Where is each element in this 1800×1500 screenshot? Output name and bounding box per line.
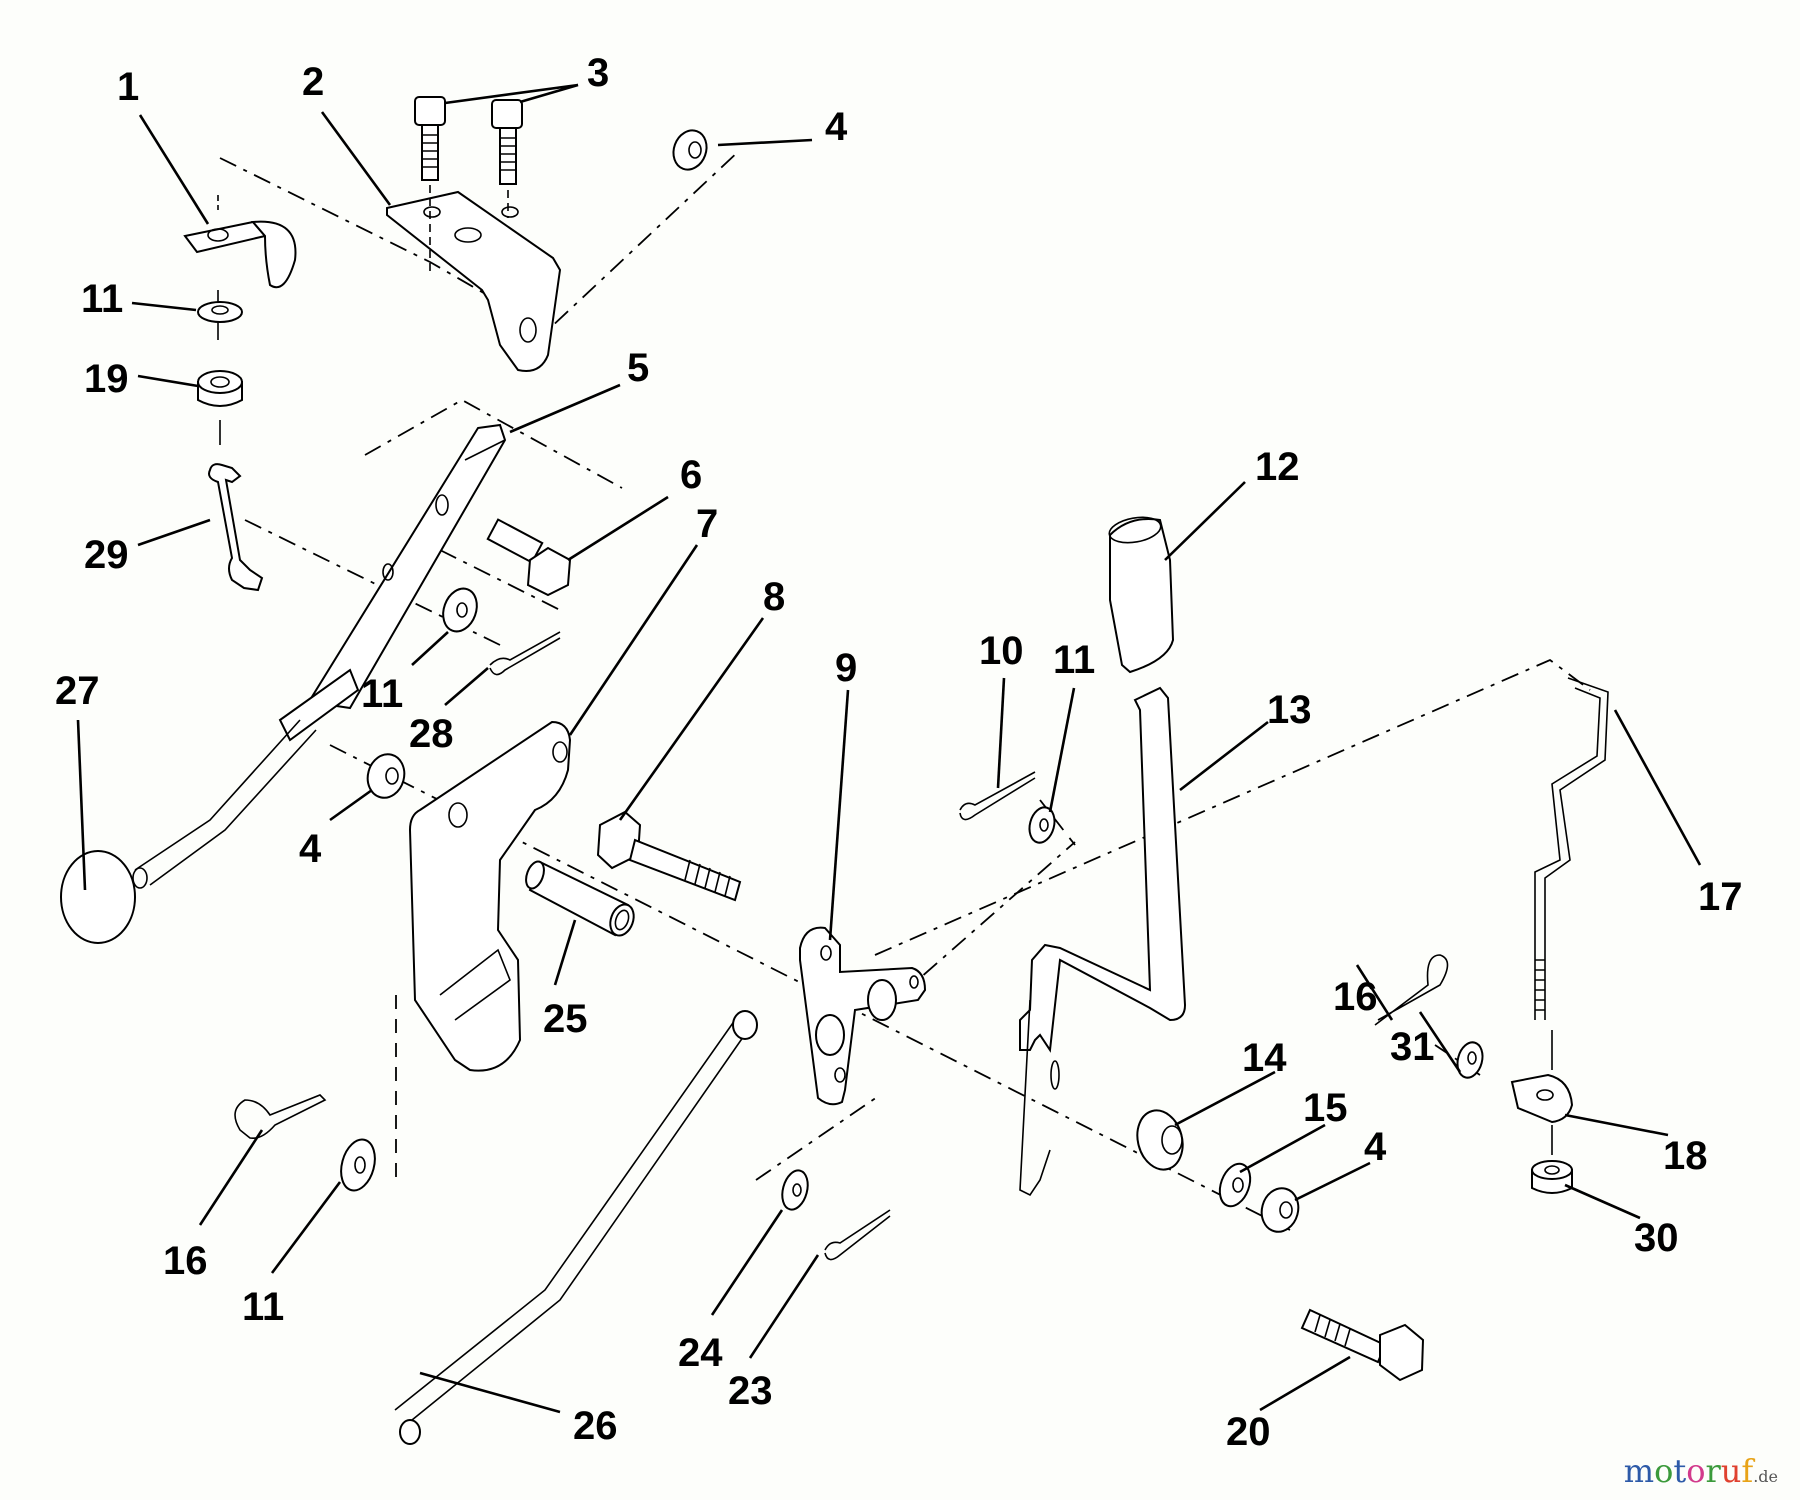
callout-27: 27 xyxy=(55,669,100,713)
centerline-pivot xyxy=(894,841,1076,1001)
part-23-cotter-pin xyxy=(824,1209,891,1261)
callout-14: 14 xyxy=(1242,1036,1287,1080)
watermark-logo: motoruf.de xyxy=(1624,1452,1778,1490)
centerline-rod17 xyxy=(874,658,1591,956)
watermark-letter: u xyxy=(1720,1452,1742,1490)
watermark-letter: t xyxy=(1673,1452,1687,1490)
watermark-letter: o xyxy=(1686,1452,1706,1490)
part-6-bolt xyxy=(486,518,572,597)
callout-11: 11 xyxy=(81,277,123,321)
callout-20: 20 xyxy=(1226,1410,1271,1454)
callout-11: 11 xyxy=(1053,638,1095,682)
callout-6: 6 xyxy=(680,453,702,497)
part-10-cotter-pin xyxy=(959,771,1036,821)
centerline-bracket xyxy=(219,149,741,332)
part-11-washer-left xyxy=(340,1138,376,1192)
watermark-letter: r xyxy=(1705,1452,1721,1490)
watermark-suffix: .de xyxy=(1753,1467,1778,1486)
callout-30: 30 xyxy=(1634,1216,1679,1260)
watermark-letter: m xyxy=(1623,1452,1655,1490)
part-15-washer xyxy=(1218,1162,1252,1208)
callout-labels: 1 2 3 4 11 19 5 6 7 29 8 9 10 11 12 13 2… xyxy=(55,51,1743,1454)
watermark-letter: f xyxy=(1741,1452,1754,1490)
callout-24: 24 xyxy=(678,1331,723,1375)
callout-19: 19 xyxy=(84,357,129,401)
callout-23: 23 xyxy=(728,1369,773,1413)
part-29-link xyxy=(208,463,264,592)
callout-12: 12 xyxy=(1255,445,1300,489)
callout-4: 4 xyxy=(825,105,848,149)
part-4-nut-right xyxy=(1260,1187,1300,1233)
part-16-hairpin-right xyxy=(1374,954,1449,1026)
part-5-arm xyxy=(132,423,507,889)
callout-3: 3 xyxy=(587,51,609,95)
part-2-bracket xyxy=(386,190,562,372)
part-17-threaded-rod xyxy=(1534,677,1609,1155)
callout-8: 8 xyxy=(763,575,785,619)
part-13-lever xyxy=(1019,686,1187,1197)
part-11-washer-top xyxy=(197,301,243,323)
callout-2: 2 xyxy=(302,60,324,104)
callout-4: 4 xyxy=(299,827,322,871)
part-1-clip xyxy=(183,195,297,340)
part-3-bolts xyxy=(414,96,523,275)
part-4-nut-mid xyxy=(366,753,406,799)
callout-10: 10 xyxy=(979,629,1024,673)
callout-1: 1 xyxy=(117,65,139,109)
assembly-centerlines xyxy=(219,149,1591,1231)
part-9-pivot-plate xyxy=(799,926,927,1106)
callout-28: 28 xyxy=(409,712,454,756)
callout-9: 9 xyxy=(835,646,857,690)
part-16-hairpin-left xyxy=(234,1094,327,1140)
callout-13: 13 xyxy=(1267,688,1312,732)
part-8-bolt xyxy=(596,810,742,902)
part-24-washer xyxy=(781,1169,809,1211)
centerline-pin28 xyxy=(439,549,561,611)
callout-25: 25 xyxy=(543,997,588,1041)
part-30-nut xyxy=(1531,1160,1573,1194)
callout-11: 11 xyxy=(242,1285,284,1329)
centerline-washer24 xyxy=(755,1094,881,1181)
callout-17: 17 xyxy=(1698,875,1743,919)
part-11-washer-right xyxy=(1028,806,1056,844)
callout-26: 26 xyxy=(573,1404,618,1448)
watermark-letter: o xyxy=(1654,1452,1674,1490)
part-4-nut-top xyxy=(672,129,708,171)
part-27-knob xyxy=(60,850,136,944)
part-25-sleeve xyxy=(525,860,635,937)
part-31-washer xyxy=(1456,1041,1484,1079)
part-14-bushing xyxy=(1136,1109,1184,1171)
leader-lines xyxy=(76,83,1702,1414)
part-12-grip xyxy=(1108,516,1175,674)
callout-7: 7 xyxy=(696,502,718,546)
callout-29: 29 xyxy=(84,533,129,577)
callout-11: 11 xyxy=(361,672,403,716)
part-11-washer-mid xyxy=(442,587,478,633)
callout-18: 18 xyxy=(1663,1134,1708,1178)
part-28-cotter-pin xyxy=(489,631,561,676)
part-19-nut xyxy=(197,370,243,445)
centerline-arm xyxy=(364,398,623,489)
callout-4: 4 xyxy=(1364,1125,1387,1169)
part-18-swivel xyxy=(1510,1073,1574,1124)
part-26-rod xyxy=(394,1010,758,1445)
callout-15: 15 xyxy=(1303,1086,1348,1130)
part-20-bolt xyxy=(1300,1308,1425,1382)
callout-31: 31 xyxy=(1390,1025,1435,1069)
callout-5: 5 xyxy=(627,346,649,390)
callout-16: 16 xyxy=(1333,975,1378,1019)
part-7-plate xyxy=(408,720,572,1072)
callout-16: 16 xyxy=(163,1239,208,1283)
